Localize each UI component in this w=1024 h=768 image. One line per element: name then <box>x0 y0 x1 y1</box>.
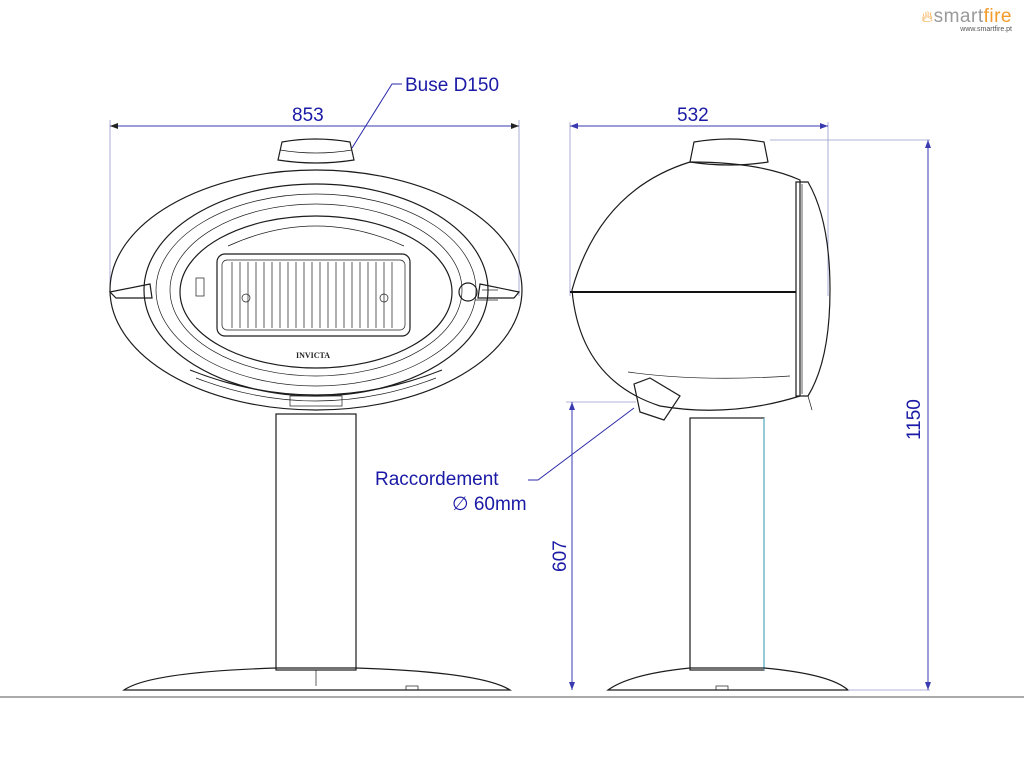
logo-brand-prefix: smart <box>933 6 984 27</box>
side-base <box>606 667 850 691</box>
side-connection-spigot <box>633 377 681 421</box>
grate-bars <box>231 262 393 328</box>
side-view: 532 1150 607 Raccordement <box>375 105 931 691</box>
connection-leader <box>528 407 635 481</box>
logo-wordmark: 🔥︎smartfire <box>921 6 1012 28</box>
side-body <box>571 161 801 411</box>
front-width-arrow-left <box>110 123 118 129</box>
front-body-outer <box>109 169 523 411</box>
front-door-glass <box>179 215 453 369</box>
front-door-handle <box>458 282 478 302</box>
logo-url: www.smartfire.pt <box>960 26 1012 33</box>
front-width-dimension: 853 <box>292 105 324 126</box>
smartfire-logo: 🔥︎smartfire www.smartfire.pt <box>921 6 1012 33</box>
side-flue-collar <box>689 138 769 166</box>
flue-label: Buse D150 <box>405 75 499 96</box>
front-lower-skirt <box>189 369 443 396</box>
front-width-arrow-right <box>511 123 519 129</box>
connection-diameter: ∅ 60mm <box>452 494 527 515</box>
connection-label: Raccordement <box>375 469 499 490</box>
connection-height-dimension: 607 <box>550 540 571 572</box>
front-column <box>275 413 357 671</box>
flame-icon: 🔥︎ <box>921 9 934 26</box>
front-base <box>122 667 513 691</box>
front-flue-collar <box>277 138 355 164</box>
logo-brand-suffix: fire <box>983 6 1012 27</box>
front-view: 853 Buse D150 <box>108 75 523 691</box>
front-right-ear <box>477 283 521 299</box>
side-column <box>689 417 765 671</box>
side-door <box>795 181 831 397</box>
side-height-dimension: 1150 <box>904 399 925 440</box>
flue-leader <box>351 83 402 149</box>
front-brand-badge: INVICTA <box>296 351 330 360</box>
front-left-ear <box>108 283 153 299</box>
side-depth-dimension: 532 <box>677 105 709 126</box>
front-grate <box>216 253 411 337</box>
